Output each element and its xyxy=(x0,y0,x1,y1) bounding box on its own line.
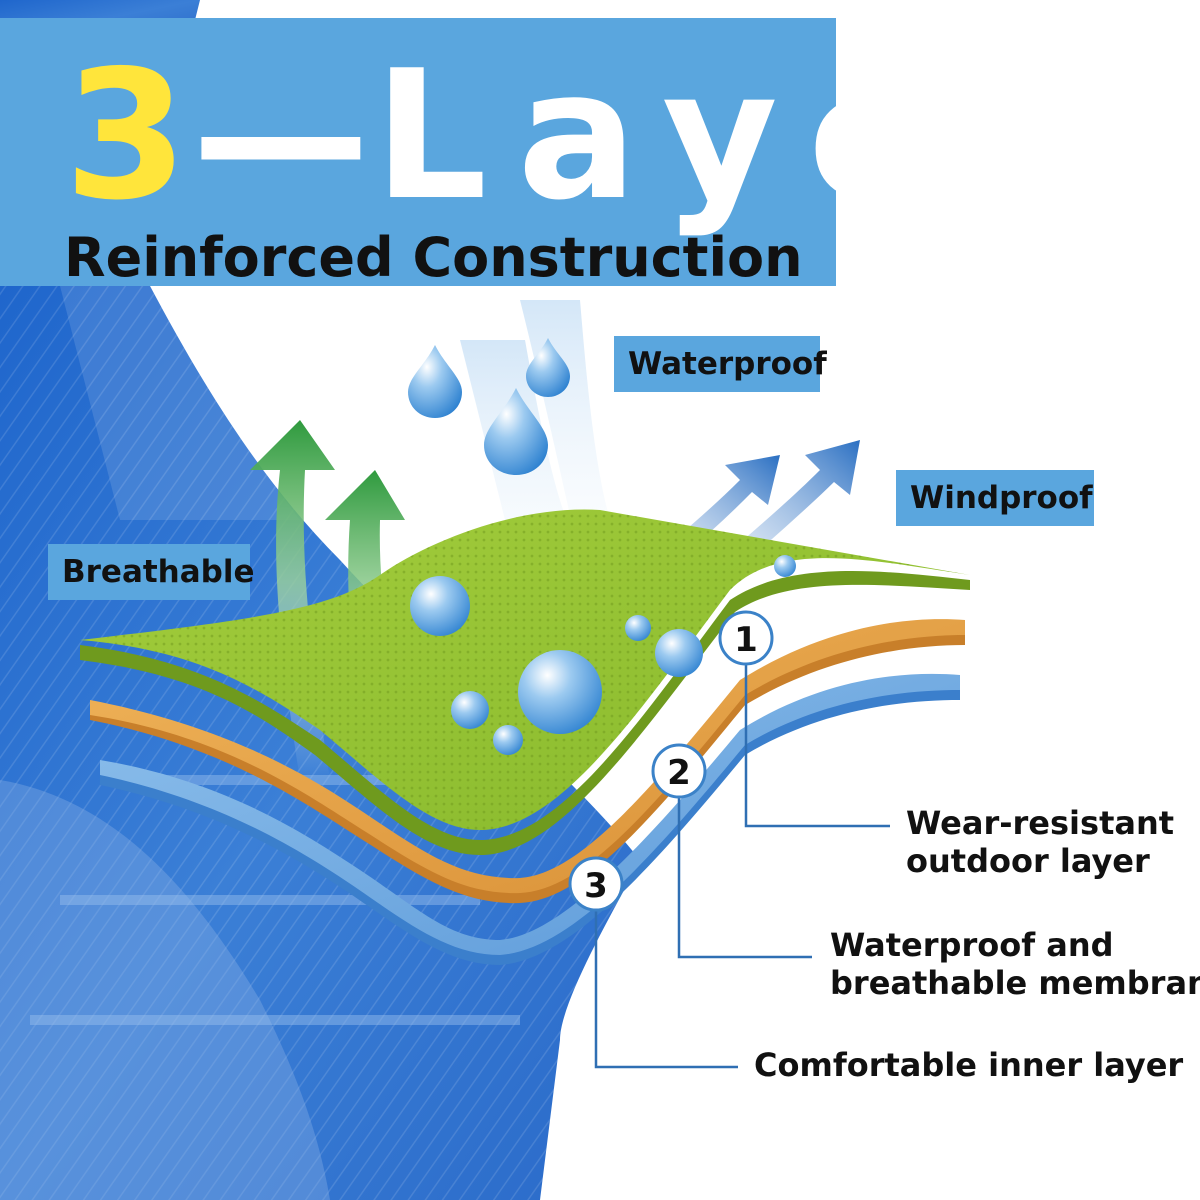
water-drop-icon xyxy=(625,615,651,641)
layer-2-label: Waterproof and breathable membrane xyxy=(830,926,1200,1002)
title-number: 3 xyxy=(64,32,192,239)
leader-line-2 xyxy=(677,797,812,959)
layer-1-label-line2: outdoor layer xyxy=(906,842,1150,880)
leader-lines xyxy=(594,664,890,1069)
water-drop-icon xyxy=(408,345,462,418)
layer-1-label: Wear-resistant outdoor layer xyxy=(906,804,1174,880)
layer-2-label-line2: breathable membrane xyxy=(830,964,1200,1002)
svg-text:1: 1 xyxy=(734,620,758,660)
svg-text:3: 3 xyxy=(584,866,608,906)
water-drop-icon xyxy=(655,629,703,677)
waterproof-tag: Waterproof xyxy=(614,336,827,392)
breathable-tag: Breathable xyxy=(48,544,255,600)
water-drop-icon xyxy=(526,338,570,397)
water-drop-icon xyxy=(518,650,602,734)
layer-2-label-line1: Waterproof and xyxy=(830,926,1114,964)
water-drop-icon xyxy=(774,555,796,577)
badge-3: 3 xyxy=(568,856,624,912)
title-word: Layer xyxy=(373,32,1077,239)
layer-3-label-line1: Comfortable inner layer xyxy=(754,1046,1184,1084)
layer-3-label: Comfortable inner layer xyxy=(754,1046,1183,1084)
svg-text:2: 2 xyxy=(667,753,691,793)
badge-2: 2 xyxy=(651,743,707,799)
leader-line-3 xyxy=(594,910,738,1069)
water-drop-icon xyxy=(451,691,489,729)
windproof-tag: Windproof xyxy=(896,470,1094,526)
title-dash: — xyxy=(191,32,374,239)
page-subtitle: Reinforced Construction xyxy=(64,226,803,289)
water-drop-icon xyxy=(493,725,523,755)
leader-line-1 xyxy=(744,664,890,828)
layer-1-label-line1: Wear-resistant xyxy=(906,804,1175,842)
water-drop-icon xyxy=(410,576,470,636)
badge-1: 1 xyxy=(718,610,774,666)
title-banner: 3—Layer Reinforced Construction xyxy=(0,18,1046,289)
water-drop-icon xyxy=(484,388,548,475)
water-droplets xyxy=(408,338,796,755)
page-title: 3—Layer xyxy=(64,36,1076,236)
